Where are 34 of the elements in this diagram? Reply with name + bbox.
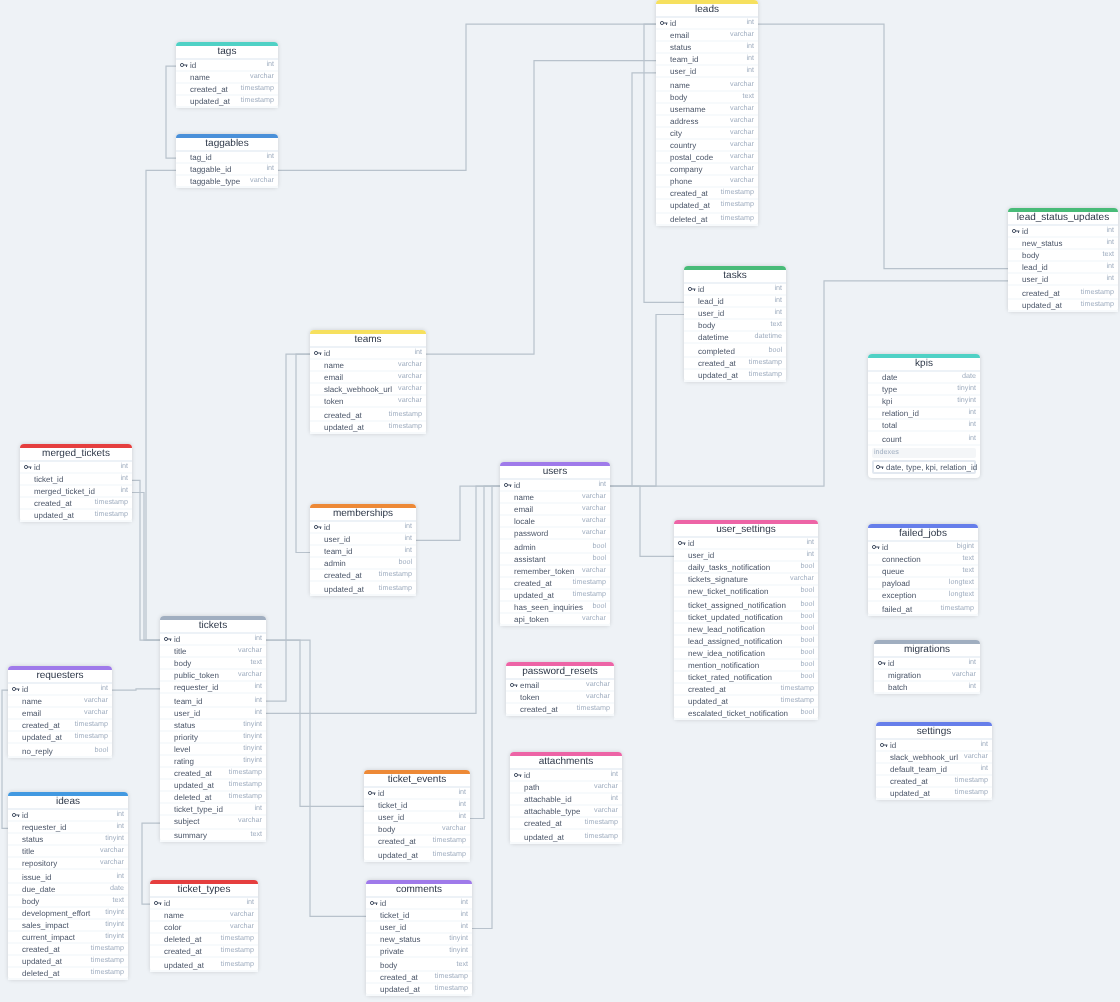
table-card — [310, 504, 416, 596]
relation-line — [609, 485, 675, 557]
relation-line — [425, 60, 657, 355]
table-card — [868, 524, 978, 616]
table-card — [364, 770, 470, 862]
relation-line — [1, 689, 9, 829]
table-card — [506, 662, 614, 717]
table-card — [366, 880, 472, 996]
table-card — [500, 462, 610, 627]
table-card — [656, 0, 758, 226]
table-card — [160, 616, 266, 842]
relation-line — [295, 353, 311, 554]
relation-line — [643, 23, 685, 303]
table-card — [8, 792, 128, 981]
table-card — [20, 444, 132, 523]
relation-line — [265, 639, 367, 917]
relation-line — [757, 23, 1009, 270]
table-card — [1008, 208, 1118, 312]
table-card — [176, 134, 278, 189]
table-card — [684, 266, 786, 382]
table-card — [876, 722, 992, 801]
table-card — [176, 42, 278, 109]
table-card — [874, 640, 980, 695]
table-card — [150, 880, 258, 972]
relation-line — [265, 353, 311, 702]
relation-line — [111, 688, 161, 691]
relation-line — [141, 822, 161, 905]
table-card — [674, 520, 818, 721]
relation-line — [145, 169, 177, 641]
table-card — [510, 752, 622, 844]
table-card — [8, 666, 112, 758]
table-card — [868, 354, 980, 478]
table-card — [310, 330, 426, 434]
relation-line — [165, 65, 177, 159]
